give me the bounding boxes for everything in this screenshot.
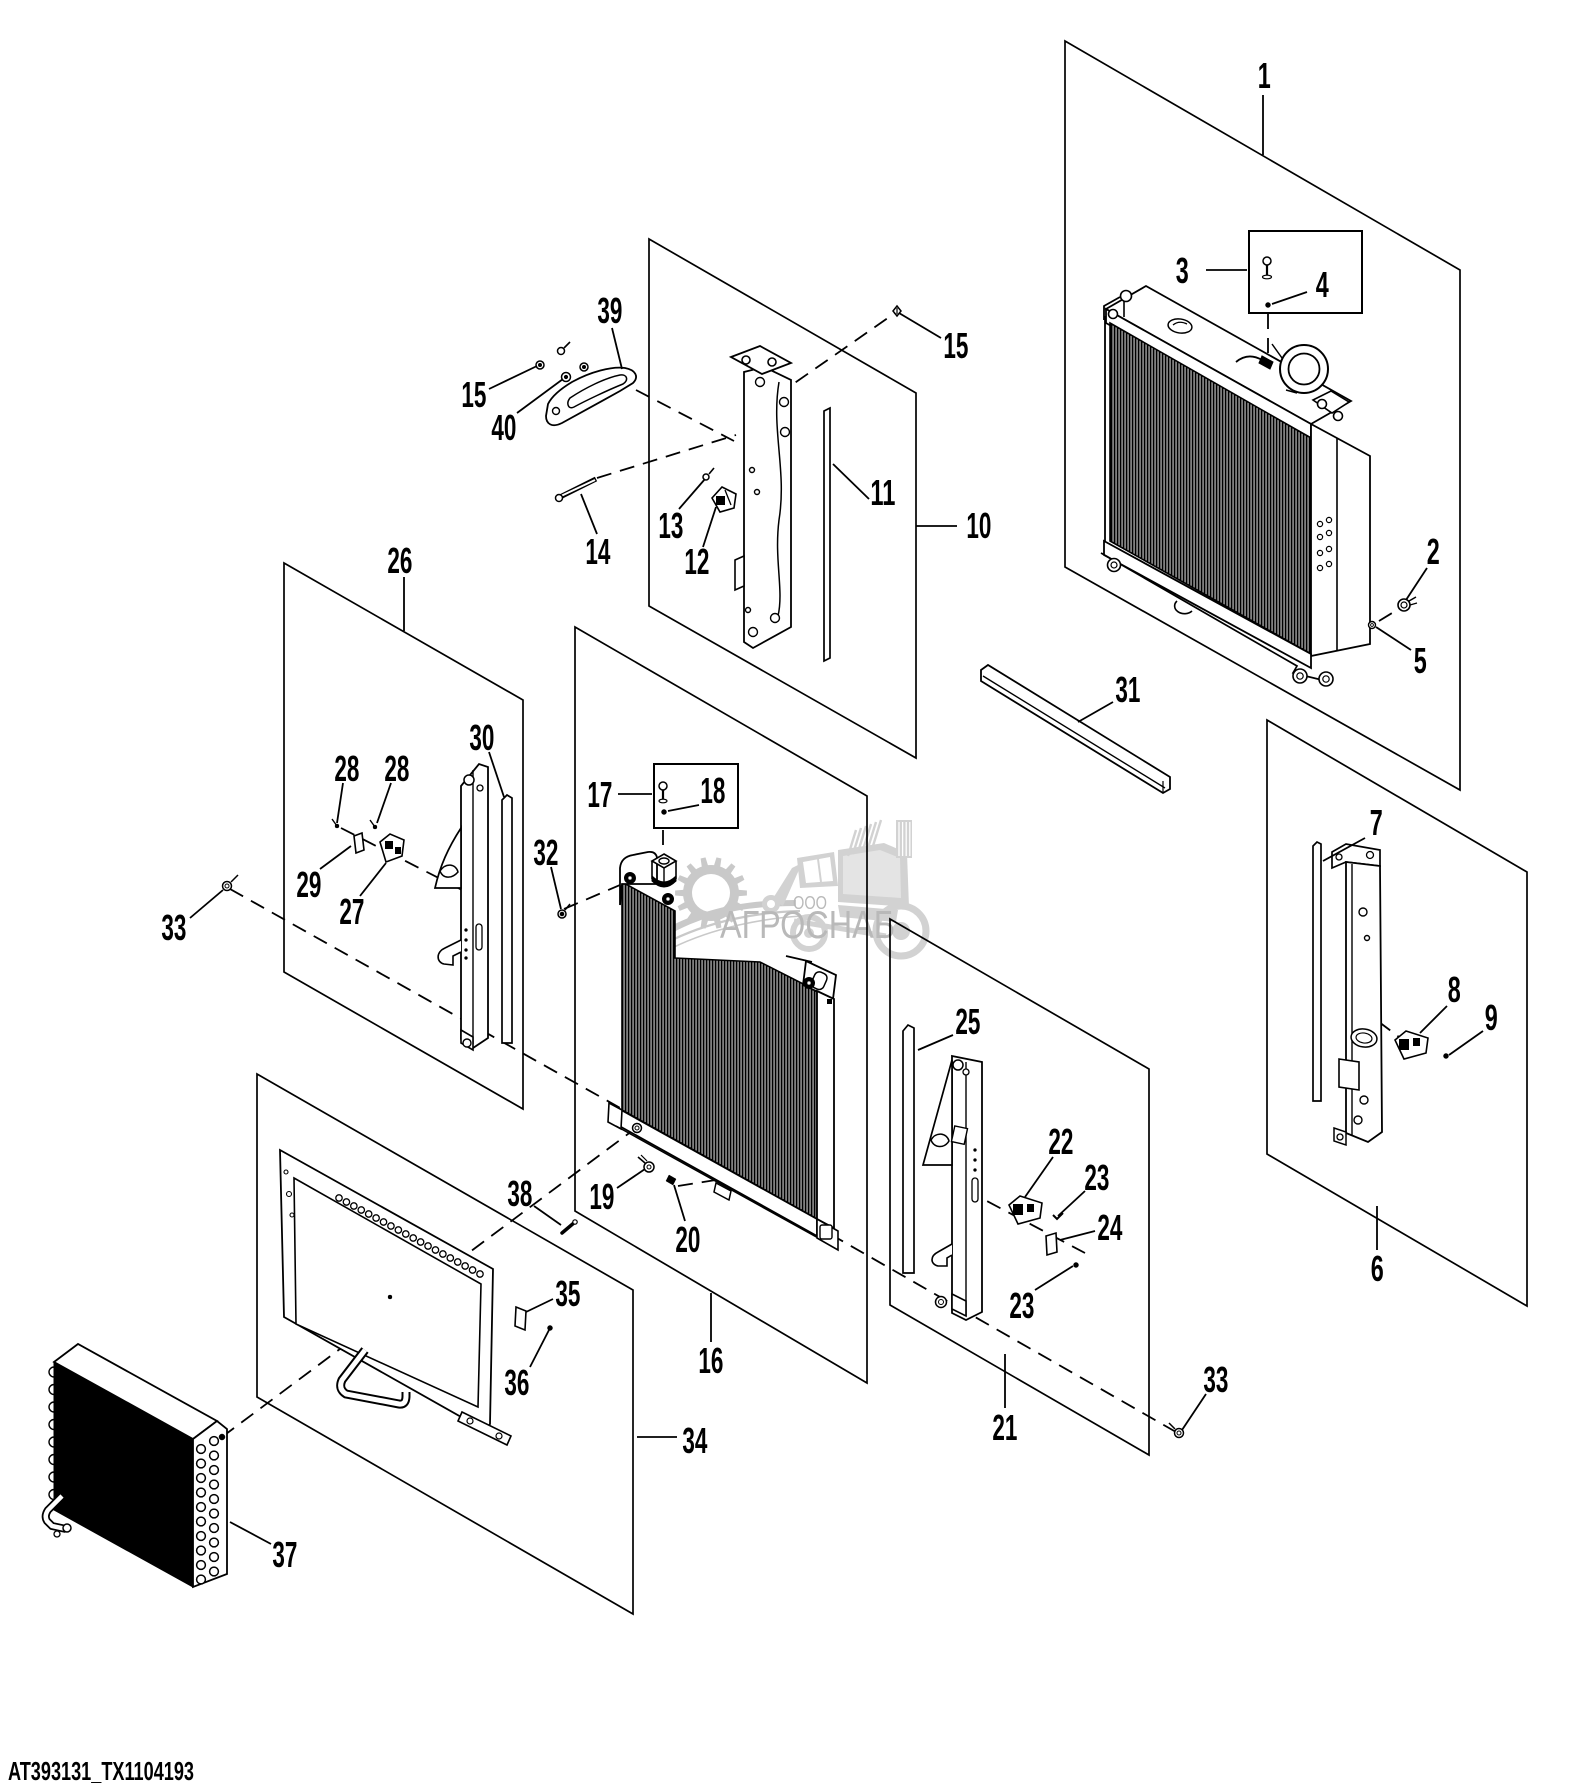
svg-text:10: 10 [966,505,991,546]
svg-text:11: 11 [870,472,895,513]
svg-text:26: 26 [387,540,412,581]
svg-text:16: 16 [698,1340,723,1381]
svg-text:17: 17 [587,774,612,815]
svg-text:19: 19 [589,1176,614,1217]
svg-text:22: 22 [1048,1121,1073,1162]
svg-text:3: 3 [1176,250,1189,291]
svg-text:8: 8 [1448,969,1461,1010]
svg-text:23: 23 [1084,1157,1109,1198]
svg-text:24: 24 [1097,1207,1122,1248]
svg-text:15: 15 [943,325,968,366]
svg-text:39: 39 [597,290,622,331]
svg-text:25: 25 [955,1001,980,1042]
svg-text:40: 40 [491,407,516,448]
svg-text:2: 2 [1427,531,1440,572]
svg-text:15: 15 [461,374,486,415]
svg-text:38: 38 [507,1173,532,1214]
svg-text:4: 4 [1316,264,1329,305]
svg-text:28: 28 [384,748,409,789]
svg-text:35: 35 [555,1273,580,1314]
svg-text:28: 28 [334,748,359,789]
svg-text:31: 31 [1115,669,1140,710]
svg-text:32: 32 [533,832,558,873]
svg-text:21: 21 [992,1407,1017,1448]
svg-text:14: 14 [585,531,610,572]
svg-text:18: 18 [700,770,725,811]
svg-text:OOO: OOO [793,893,827,913]
svg-text:33: 33 [161,907,186,948]
svg-text:23: 23 [1009,1285,1034,1326]
svg-text:36: 36 [504,1362,529,1403]
svg-text:27: 27 [339,891,364,932]
svg-text:9: 9 [1485,997,1498,1038]
svg-text:13: 13 [658,505,683,546]
svg-text:АГРОСНАБ: АГРОСНАБ [720,904,895,947]
svg-text:AT393131_TX1104193: AT393131_TX1104193 [8,1756,194,1786]
svg-text:5: 5 [1414,640,1427,681]
svg-text:34: 34 [682,1420,707,1461]
svg-text:6: 6 [1371,1248,1384,1289]
svg-text:37: 37 [272,1534,297,1575]
svg-text:7: 7 [1370,802,1383,843]
svg-text:33: 33 [1203,1359,1228,1400]
svg-text:29: 29 [296,864,321,905]
svg-text:30: 30 [469,717,494,758]
svg-text:20: 20 [675,1219,700,1260]
svg-text:1: 1 [1258,55,1271,96]
svg-text:12: 12 [684,541,709,582]
